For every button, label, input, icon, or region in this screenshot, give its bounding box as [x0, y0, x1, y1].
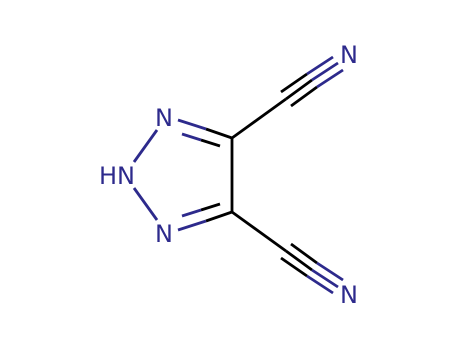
atom-n3: N [155, 220, 173, 248]
atom-n1: N [155, 104, 173, 132]
atom-hn: HN [99, 162, 135, 190]
triple-bond-bottom [280, 242, 344, 295]
bond-c4-cn-top [231, 97, 287, 140]
atom-nitrile-bottom: N [340, 281, 358, 309]
triple-bond-top [280, 55, 344, 108]
bond-c5-cn-bottom [231, 210, 287, 253]
bond-c5-n3 [177, 202, 233, 232]
bond-n1-n2 [132, 129, 159, 163]
bond-n2-n3 [132, 187, 159, 221]
bond-c4-n1 [177, 118, 233, 148]
atom-nitrile-top: N [340, 41, 358, 69]
